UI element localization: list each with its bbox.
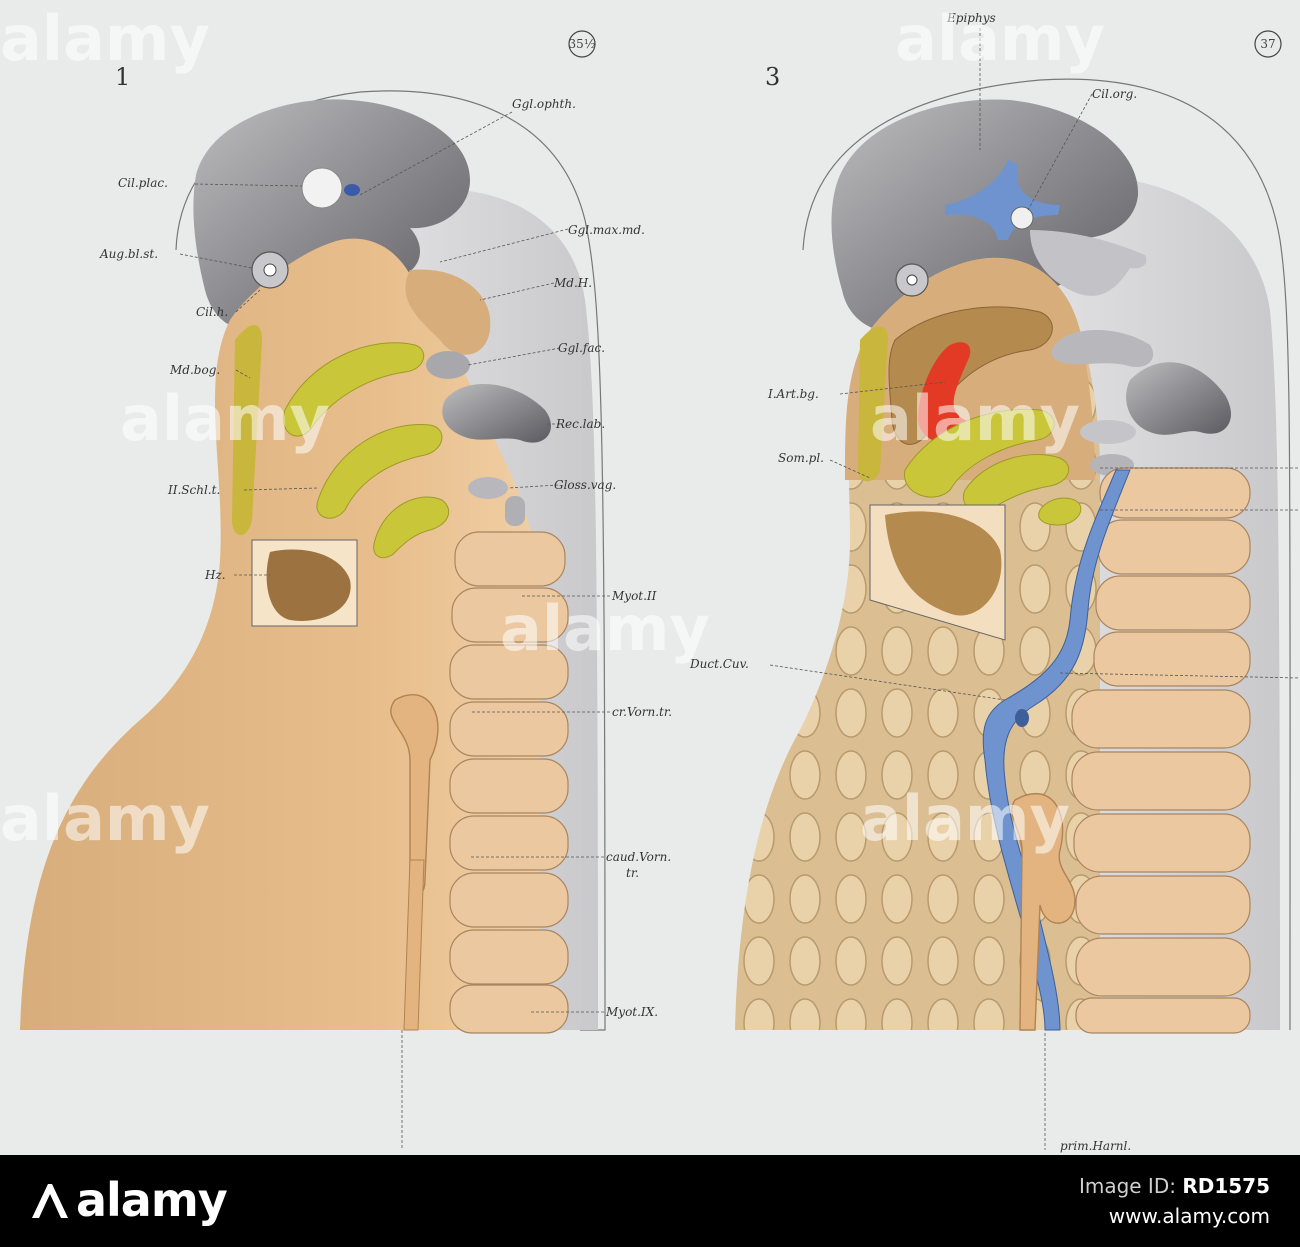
panel-3-gloss-vag-ganglion xyxy=(1080,420,1136,444)
panel-1-ggl-ophth xyxy=(344,184,360,196)
label-cil-plac: Cil.plac. xyxy=(118,176,168,190)
panel-3-pronephros xyxy=(1011,793,1076,1031)
label-cil-org: Cil.org. xyxy=(1092,87,1137,101)
panel-1-ggl-fac xyxy=(426,351,470,379)
panel-3-outline xyxy=(802,78,1291,1031)
panel-1-gloss-vag-ganglion xyxy=(468,477,508,499)
panel-1-arch-1 xyxy=(283,342,425,437)
panel-1-mandibular-stripe xyxy=(232,325,262,535)
label-ii-schl-t: II.Schl.t. xyxy=(167,483,220,497)
panel-3-cil-org xyxy=(1010,206,1034,230)
label-cr-vorn-tr: cr.Vorn.tr. xyxy=(612,705,672,719)
footer-image-id-label: Image ID: xyxy=(1078,1174,1176,1198)
label-i-art-bg: I.Art.bg. xyxy=(767,387,819,401)
label-md-h: Md.H. xyxy=(553,276,592,290)
label-duct-cuv: Duct.Cuv. xyxy=(689,657,749,671)
panel-3-cardinal-vein xyxy=(982,469,1131,1031)
panel-1-rec-lab xyxy=(442,383,551,443)
panel-3-vein-node xyxy=(1015,709,1029,727)
stock-footer: alamy Image ID: RD1575 www.alamy.com xyxy=(0,1155,1300,1247)
label-caud-vorn-tr-2: tr. xyxy=(626,866,639,880)
label-gloss-vag: Gloss.vag. xyxy=(554,478,616,492)
panel-3-rec-lab xyxy=(1126,362,1231,435)
panel-3-vein-upper xyxy=(945,160,1060,240)
panel-1-maxilla-lobe xyxy=(405,269,491,355)
panel-3-leaders xyxy=(769,28,1300,1150)
panel-3-stage-circle xyxy=(1254,30,1282,58)
label-epiphys: Epiphys xyxy=(946,11,996,25)
panel-3-artery xyxy=(918,342,979,444)
watermark: alamy alamy alamy alamy alamy alamy alam… xyxy=(0,2,1105,855)
panel-3-heart xyxy=(885,511,1002,616)
panel-3-ggl-fac xyxy=(1051,330,1154,368)
panel-3-mandibular-stripe xyxy=(858,326,888,482)
label-prim-harnl: prim.Harnl. xyxy=(1060,1139,1131,1153)
label-ggl-ophth: Ggl.ophth. xyxy=(512,97,576,111)
label-myot-ii: Myot.II xyxy=(611,589,657,603)
svg-text:alamy: alamy xyxy=(860,782,1070,855)
panel-3-arch-2 xyxy=(904,408,1055,498)
label-md-bog: Md.bog. xyxy=(169,363,220,377)
footer-info: Image ID: RD1575 www.alamy.com xyxy=(1079,1171,1270,1231)
label-rec-lab: Rec.lab. xyxy=(555,417,605,431)
panel-1 xyxy=(20,90,606,1034)
panel-1-arch-2 xyxy=(316,423,443,519)
label-som-pl: Som.pl. xyxy=(778,451,824,465)
panel-1-stage-circle xyxy=(568,30,596,58)
label-ggl-fac: Ggl.fac. xyxy=(558,341,605,355)
footer-site: www.alamy.com xyxy=(1108,1204,1270,1228)
svg-text:alamy: alamy xyxy=(500,592,710,665)
panel-1-leaders xyxy=(179,111,610,1150)
footer-logo-text: alamy xyxy=(76,1173,228,1227)
footer-image-id-row: Image ID: RD1575 xyxy=(1079,1171,1270,1201)
panel-1-heart xyxy=(266,549,351,621)
panel-3-ggl-complex xyxy=(1030,230,1147,296)
panel-1-nerve-stub xyxy=(505,496,525,526)
panel-3-eye-inner xyxy=(906,274,918,286)
panel-3-myotomes xyxy=(1071,467,1251,1034)
panel-3 xyxy=(735,78,1291,1034)
panel-3-arch-4 xyxy=(1038,497,1082,526)
label-caud-vorn-tr-1: caud.Vorn. xyxy=(606,850,671,864)
panel-3-number: 3 xyxy=(765,63,780,91)
panel-3-labels: 3 37 Epiphys Cil.org. I.Art.bg. Som.pl. … xyxy=(689,11,1282,1153)
svg-text:alamy: alamy xyxy=(895,2,1105,75)
label-aug-bl-st: Aug.bl.st. xyxy=(99,247,158,261)
label-ggl-max-md: Ggl.max.md. xyxy=(568,223,645,237)
svg-text:alamy: alamy xyxy=(870,382,1080,455)
panel-1-eye-inner xyxy=(263,263,277,277)
svg-text:alamy: alamy xyxy=(0,782,210,855)
panel-3-stage: 37 xyxy=(1260,37,1275,51)
anatomical-plate: 1 35½ Ggl.ophth. Cil.plac. Ggl.max.md. A… xyxy=(0,2,1300,1153)
panel-1-cil-plac xyxy=(301,167,343,209)
panel-1-pronephric-duct xyxy=(403,859,425,1031)
label-hz: Hz. xyxy=(204,568,226,582)
svg-text:alamy: alamy xyxy=(120,382,330,455)
label-cil-h: Cil.h. xyxy=(196,305,228,319)
footer-logo: alamy xyxy=(28,1173,228,1227)
panel-1-arch-3 xyxy=(373,496,450,559)
panel-1-myotomes xyxy=(449,531,569,1034)
alamy-a-icon xyxy=(28,1177,72,1218)
panel-1-stage: 35½ xyxy=(569,37,596,51)
panel-1-labels: 1 35½ Ggl.ophth. Cil.plac. Ggl.max.md. A… xyxy=(99,30,672,1019)
footer-image-id: RD1575 xyxy=(1182,1174,1270,1198)
label-myot-ix: Myot.IX. xyxy=(605,1005,658,1019)
svg-text:alamy: alamy xyxy=(0,2,210,75)
panel-1-number: 1 xyxy=(115,63,130,91)
